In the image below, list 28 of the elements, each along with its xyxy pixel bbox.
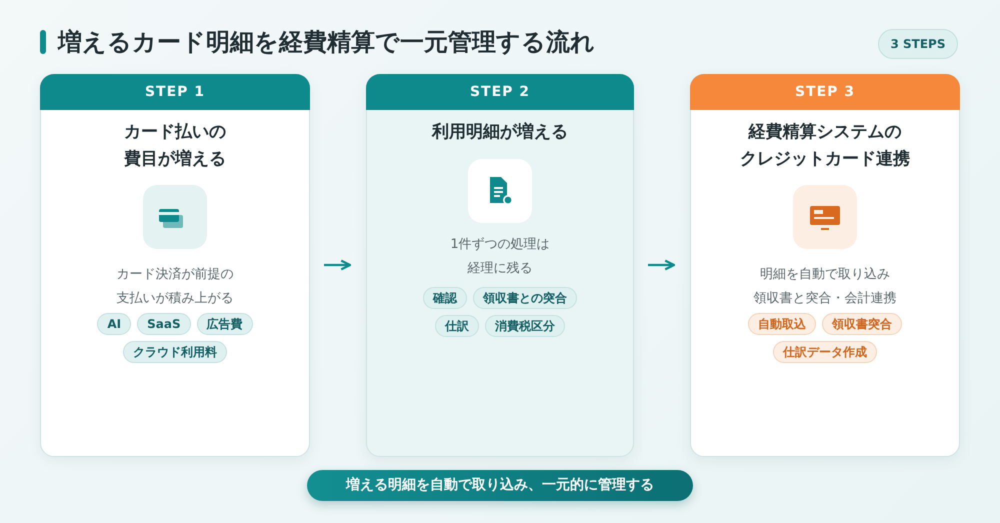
arrow: [324, 260, 352, 270]
tag-chip: AI: [97, 313, 132, 335]
card-description: カード決済が前提の支払いが積み上がる: [116, 266, 234, 308]
step-card: [690, 74, 960, 457]
tag-chip: クラウド利用料: [123, 341, 227, 363]
card-description: 1件ずつの処理は経理に残る: [449, 236, 551, 278]
step-count-badge: 3 STEPS: [878, 29, 958, 59]
card-title: 利用明細が増える: [430, 121, 569, 144]
card-title: カード払いの費目が増える: [123, 121, 227, 171]
step-card: [40, 74, 310, 457]
step-header: STEP 1: [40, 74, 310, 110]
tag-chip: 領収書突合: [822, 313, 902, 335]
tag-chip: 自動取込: [748, 313, 816, 335]
step-card: [366, 74, 634, 457]
arrow: [648, 260, 676, 270]
tag-chip: 確認: [423, 287, 467, 309]
summary-banner: 増える明細を自動で取り込み、一元的に管理する: [307, 470, 693, 501]
tag-chip: SaaS: [137, 313, 191, 335]
tag-chip: 仕訳データ作成: [773, 341, 877, 363]
card-description: 明細を自動で取り込み領収書と突合・会計連携: [752, 266, 898, 308]
card-title: 経費精算システムのクレジットカード連携: [739, 121, 911, 171]
tag-chip: 広告費: [196, 313, 253, 335]
tag-chip: 領収書との突合: [473, 287, 577, 309]
step-header: STEP 3: [690, 74, 960, 110]
tag-chip: 仕訳: [435, 315, 479, 337]
tag-chip: 消費税区分: [485, 315, 565, 337]
step-header: STEP 2: [366, 74, 634, 110]
page-title: 増えるカード明細を経費精算で一元管理する流れ: [58, 27, 595, 58]
